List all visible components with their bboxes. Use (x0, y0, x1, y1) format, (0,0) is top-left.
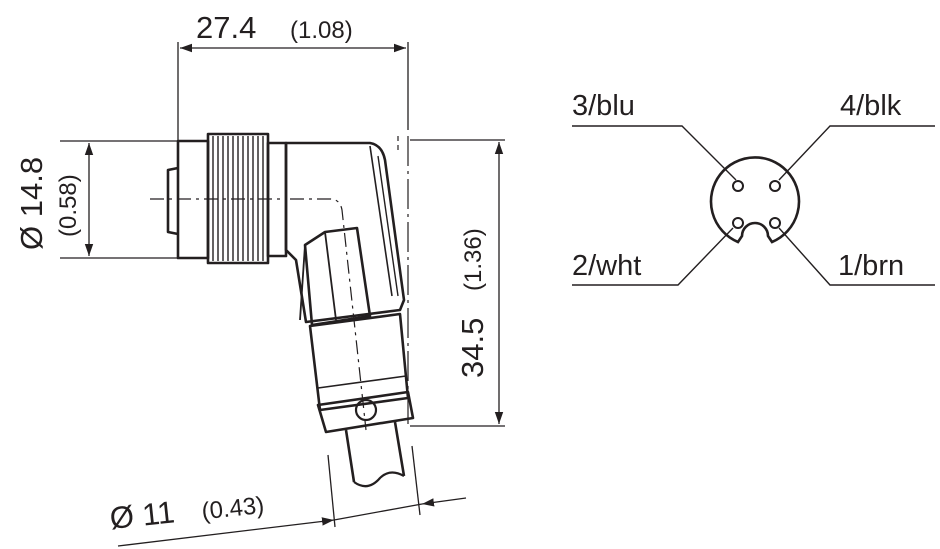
cable (344, 421, 406, 483)
cable-diameter-value: Ø 11 (108, 494, 176, 536)
pin-2-leader (572, 227, 734, 286)
left-height-inch: (0.58) (55, 174, 82, 237)
pin-3-leader (572, 125, 737, 181)
pinout-diagram: 3/blu 4/blk 2/wht 1/brn (572, 90, 935, 286)
pin-1-leader (778, 227, 935, 286)
right-height-dimension: 34.5 (1.36) (410, 139, 505, 427)
angled-nut (303, 226, 372, 327)
connector-front-face (166, 166, 179, 236)
angled-housing (284, 141, 406, 324)
connector-body (150, 132, 415, 488)
center-line (150, 198, 367, 431)
left-height-value: Ø 14.8 (14, 157, 49, 250)
pin-4 (769, 180, 781, 192)
right-height-value: 34.5 (455, 318, 490, 378)
pin-label-1: 1/brn (838, 250, 904, 282)
pin-label-4: 4/blk (840, 90, 902, 122)
pinout-face (709, 156, 801, 244)
pin-4-leader (778, 125, 935, 181)
strain-relief-hole (354, 398, 378, 422)
cable-diameter-dimension: Ø 11 (0.43) (108, 445, 467, 547)
width-dimension-value: 27.4 (196, 10, 256, 45)
pin-1 (769, 217, 781, 229)
pin-label-2: 2/wht (572, 250, 641, 282)
left-height-dimension: Ø 14.8 (0.58) (14, 140, 178, 259)
pin-3 (732, 180, 744, 192)
right-height-inch: (1.36) (460, 228, 487, 291)
strain-relief (316, 390, 415, 434)
cable-diameter-inch: (0.43) (200, 492, 265, 525)
width-dimension-inch: (1.08) (290, 17, 353, 44)
pin-label-3: 3/blu (572, 90, 635, 122)
pin-2 (732, 217, 744, 229)
width-dimension: 27.4 (1.08) (177, 10, 409, 140)
